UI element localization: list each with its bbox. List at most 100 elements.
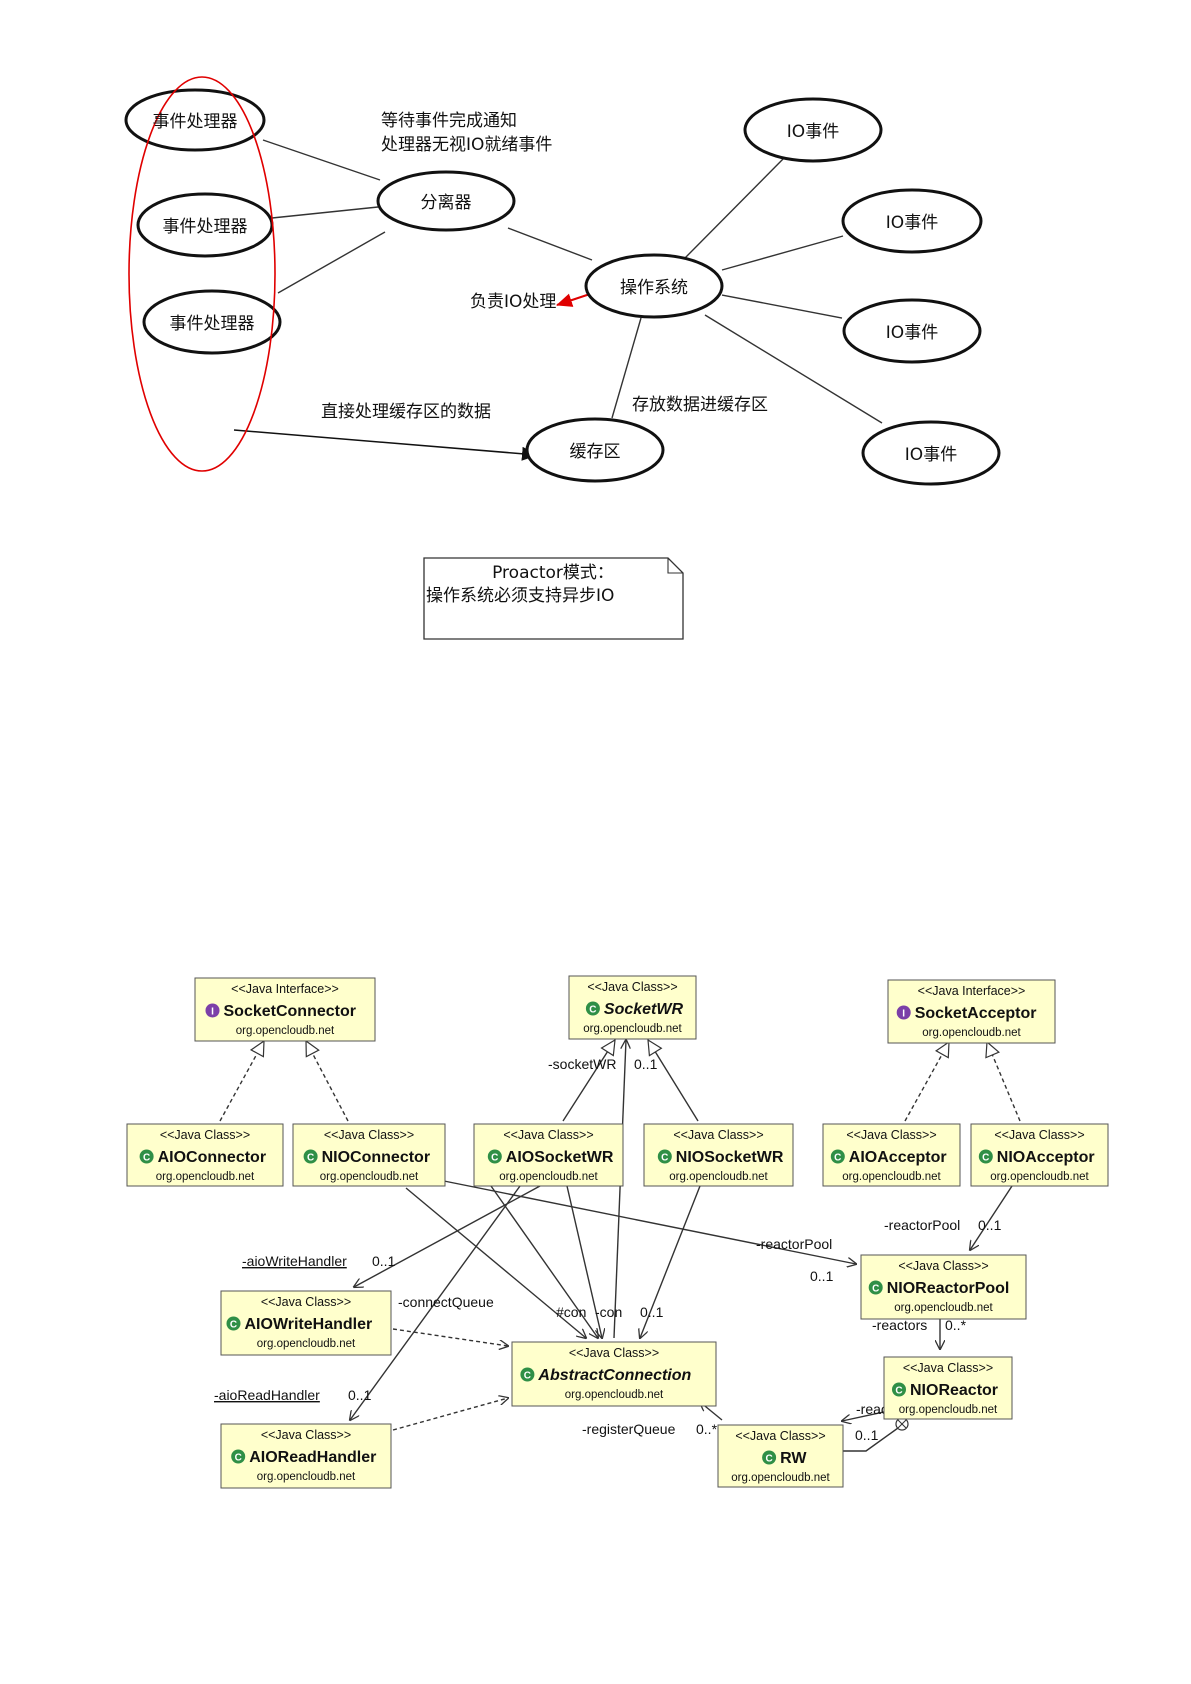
class-name: NIOSocketWR (676, 1149, 784, 1166)
assoc-aiowritehandler (354, 1185, 541, 1287)
note-store-buffer: 存放数据进缓存区 (632, 395, 768, 415)
class-box (292, 1123, 446, 1187)
class-stereotype: <<Java Class>> (160, 1128, 250, 1142)
class-stereotype: <<Java Class>> (569, 1346, 659, 1360)
realize-aioacceptor (904, 1042, 949, 1122)
class-package: org.opencloudb.net (583, 1023, 682, 1035)
dep-aiowritehandler (392, 1328, 508, 1346)
svg-text:C: C (661, 1153, 668, 1164)
class-icon: C (231, 1449, 246, 1464)
label-socketwr-role: -socketWR (548, 1056, 616, 1072)
class-box (511, 1341, 717, 1407)
class-icon: C (139, 1149, 154, 1164)
note-wait-line1: 等待事件完成通知 (381, 111, 517, 131)
link-aiosocketwr-conn2 (566, 1185, 602, 1338)
io-event-node (861, 420, 1001, 486)
class-name: AIOReadHandler (249, 1449, 376, 1466)
class-package: org.opencloudb.net (731, 1472, 830, 1484)
buffer-label: 缓存区 (570, 442, 621, 462)
class-icon: C (830, 1149, 845, 1164)
label-aiowritehandler-mult: 0..1 (372, 1253, 396, 1269)
class-package: org.opencloudb.net (236, 1025, 335, 1037)
class-stereotype: <<Java Interface>> (918, 984, 1026, 998)
note-io-handling: 负责IO处理 (470, 292, 556, 312)
class-package: org.opencloudb.net (922, 1027, 1021, 1039)
link-os-io1 (684, 156, 786, 259)
class-package: org.opencloudb.net (842, 1171, 941, 1183)
label-reactorpool-mult: 0..1 (810, 1268, 834, 1284)
link-handler3-demux (277, 231, 386, 294)
note-direct-buffer: 直接处理缓存区的数据 (321, 402, 491, 422)
os-node (584, 253, 724, 319)
class-package: org.opencloudb.net (990, 1171, 1089, 1183)
class-stereotype: <<Java Class>> (903, 1361, 993, 1375)
io-event-node (842, 298, 982, 364)
class-package: org.opencloudb.net (669, 1171, 768, 1183)
uml-class-diagram: -socketWR 0..1 -reactorPool 0..1 -reacto… (126, 975, 1109, 1489)
note-wait-line2: 处理器无视IO就绪事件 (381, 135, 552, 155)
interface-icon: I (205, 1003, 220, 1018)
class-package: org.opencloudb.net (894, 1302, 993, 1314)
class-box (822, 1123, 961, 1187)
label-reactorpool-role: -reactorPool (756, 1236, 832, 1252)
handler-node (124, 88, 266, 152)
extends-niosocketwr (648, 1040, 699, 1122)
class-package: org.opencloudb.net (320, 1171, 419, 1183)
svg-text:C: C (589, 1005, 596, 1016)
class-stereotype: <<Java Class>> (261, 1428, 351, 1442)
svg-text:I: I (211, 1007, 214, 1018)
label-con: #con (556, 1304, 586, 1320)
assoc-reactorpool-2 (970, 1185, 1013, 1250)
class-name: SocketWR (604, 1001, 684, 1018)
svg-text:C: C (982, 1153, 989, 1164)
label-aiowritehandler-role: -aioWriteHandler (242, 1253, 347, 1269)
io-event-node (743, 97, 883, 163)
assoc-aioreadhandler (350, 1185, 521, 1420)
io-event-label: IO事件 (886, 323, 938, 343)
extends-aiosocketwr (562, 1040, 615, 1122)
caption-body: 操作系统必须支持异步IO (426, 586, 614, 606)
link-handler2-demux (271, 206, 379, 219)
class-icon: C (978, 1149, 993, 1164)
uml-class-socketwr: <<Java Class>> C SocketWR org.opencloudb.ne… (568, 975, 697, 1040)
class-box (220, 1290, 392, 1356)
label-con: -con (595, 1304, 622, 1320)
uml-class-socketconnector: <<Java Interface>> I SocketConnector org.op… (194, 977, 376, 1042)
class-icon: C (520, 1367, 535, 1382)
class-package: org.opencloudb.net (257, 1338, 356, 1350)
label-reactorr-mult: 0..1 (855, 1427, 879, 1443)
io-event-label: IO事件 (905, 445, 957, 465)
class-stereotype: <<Java Interface>> (231, 982, 339, 996)
svg-text:C: C (491, 1153, 498, 1164)
class-name: AIOConnector (158, 1149, 266, 1166)
dep-aioreadhandler (392, 1398, 508, 1431)
class-box (717, 1424, 844, 1488)
os-label: 操作系统 (620, 278, 688, 298)
handler-label: 事件处理器 (170, 314, 255, 334)
realize-nioacceptor (987, 1042, 1021, 1122)
class-name: AIOSocketWR (506, 1149, 614, 1166)
uml-class-boxes: <<Java Interface>> I SocketConnector org.op… (126, 975, 1109, 1489)
io-event-label: IO事件 (787, 122, 839, 142)
class-box (970, 1123, 1109, 1187)
label-reactorpool-role: -reactorPool (884, 1217, 960, 1233)
class-name: SocketConnector (224, 1003, 356, 1020)
link-handler1-demux (262, 139, 381, 181)
class-stereotype: <<Java Class>> (587, 980, 677, 994)
demux-node (376, 170, 516, 232)
class-icon: C (868, 1280, 883, 1295)
class-icon: C (892, 1382, 906, 1397)
class-name: NIOAcceptor (997, 1149, 1095, 1166)
class-box (860, 1254, 1027, 1320)
